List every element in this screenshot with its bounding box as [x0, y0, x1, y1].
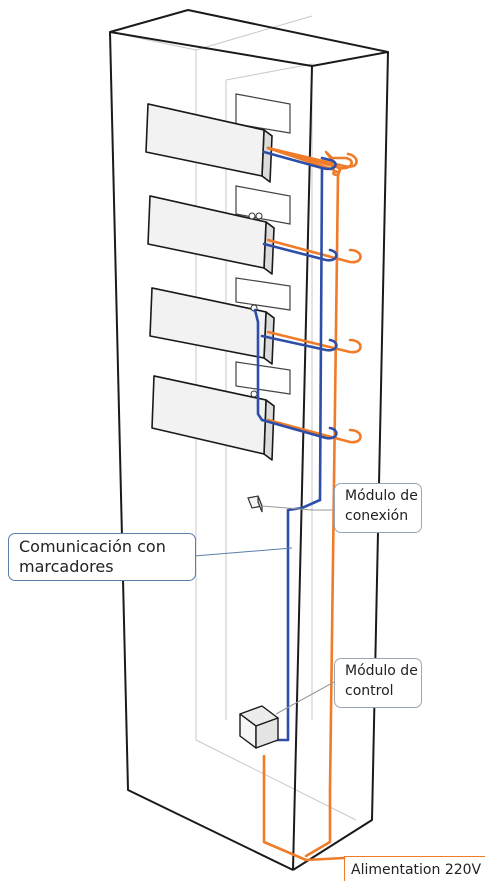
connection-module-label-line1: Módulo de — [345, 488, 418, 504]
connection-module-label-line2: conexión — [345, 508, 409, 524]
communication-label-line1: Comunicación con — [19, 537, 166, 556]
control-module-label-line2: control — [345, 683, 394, 699]
scoreboard-panels — [145, 103, 275, 461]
tower-outline — [109, 9, 389, 871]
panel-2 — [147, 195, 275, 275]
panel-3 — [149, 287, 275, 365]
connection-module-callout: Módulo de conexión — [334, 483, 422, 533]
power-supply-callout: Alimentation 220V — [344, 856, 485, 881]
panel-1 — [145, 103, 273, 183]
communication-label-line2: marcadores — [19, 557, 114, 576]
control-module-label-line1: Módulo de — [345, 663, 418, 679]
panel-4 — [151, 375, 275, 461]
control-module — [239, 705, 279, 749]
control-module-callout: Módulo de control — [334, 658, 422, 708]
connection-module — [247, 495, 263, 513]
communication-callout: Comunicación con marcadores — [8, 533, 196, 581]
power-supply-label: Alimentation 220V — [351, 862, 482, 878]
data-cable — [253, 150, 338, 742]
callout-leaders — [193, 505, 335, 715]
power-cable — [262, 146, 362, 862]
